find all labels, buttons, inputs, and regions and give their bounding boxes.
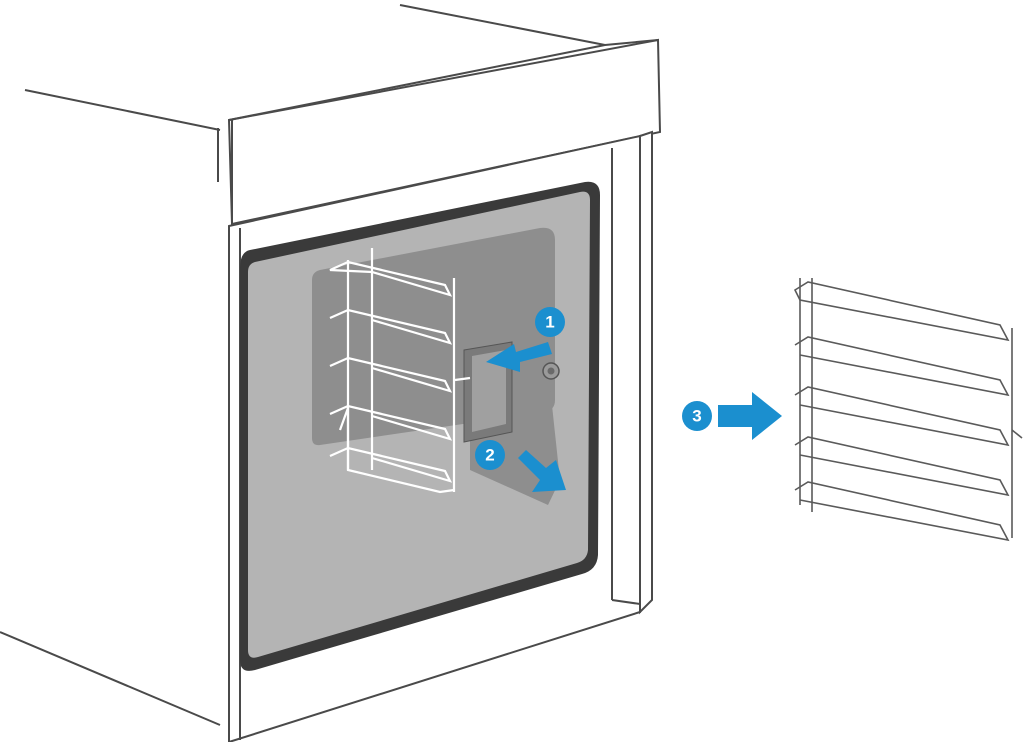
step-3-arrow [718, 392, 782, 440]
step-1-badge: 1 [535, 307, 565, 337]
step-2-arrow [518, 450, 566, 492]
step-3-number: 3 [692, 407, 701, 426]
cabinet-outline [0, 4, 606, 726]
step-1-arrow [486, 342, 552, 372]
step-2-badge: 2 [475, 440, 505, 470]
oven-top-panel [227, 38, 662, 226]
installed-rack [329, 248, 471, 494]
step-3-badge: 3 [682, 401, 712, 431]
step-1-number: 1 [545, 313, 554, 332]
step-2-number: 2 [485, 446, 494, 465]
removed-rack [793, 278, 1023, 542]
